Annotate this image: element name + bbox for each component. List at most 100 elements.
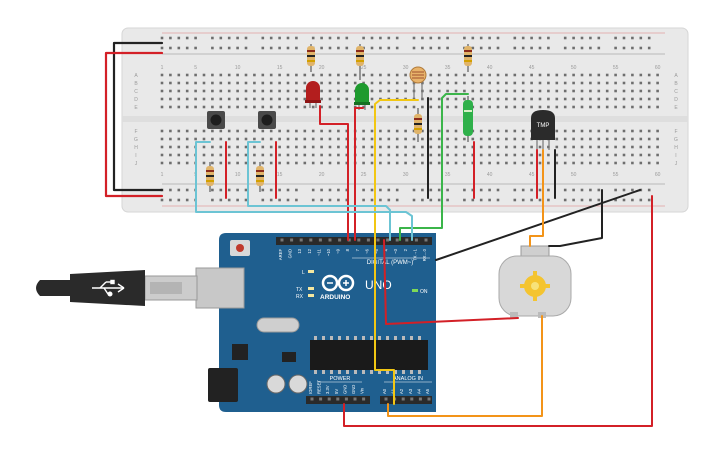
- header-pin[interactable]: [327, 397, 331, 401]
- wire-red-led2[interactable]: [354, 107, 364, 241]
- breadboard-hole: [177, 153, 181, 157]
- resistor-top-right[interactable]: [464, 44, 472, 72]
- green-sensor-component[interactable]: [463, 96, 473, 142]
- header-pin[interactable]: [418, 397, 422, 401]
- dc-motor[interactable]: [498, 245, 572, 318]
- header-pin[interactable]: [401, 397, 405, 401]
- photoresistor[interactable]: [409, 66, 427, 98]
- wire-orange-tmp[interactable]: [529, 149, 544, 247]
- breadboard-hole: [320, 97, 323, 101]
- breadboard-hole: [429, 73, 433, 77]
- wire-black-motor[interactable]: [548, 189, 603, 247]
- breadboard-hole: [412, 46, 416, 50]
- header-pin[interactable]: [384, 397, 388, 401]
- header-pin[interactable]: [405, 238, 409, 242]
- led-green[interactable]: [354, 83, 370, 110]
- header-pin[interactable]: [318, 238, 322, 242]
- wire-red-motor[interactable]: [383, 239, 519, 325]
- breadboard-hole: [345, 137, 349, 141]
- header-pin[interactable]: [319, 397, 323, 401]
- header-pin[interactable]: [427, 397, 431, 401]
- breadboard-hole: [345, 198, 349, 202]
- breadboard-hole: [160, 81, 164, 85]
- resistor-led-red[interactable]: [307, 44, 315, 72]
- breadboard-hole: [211, 36, 214, 40]
- wire-red-led[interactable]: [319, 105, 349, 241]
- push-button-1[interactable]: [207, 111, 225, 129]
- wire-black-rail-top[interactable]: [112, 41, 164, 192]
- header-pin[interactable]: [338, 238, 342, 242]
- resistor-button-1[interactable]: [206, 162, 214, 192]
- breadboard-hole: [286, 129, 290, 133]
- pin-label: A4: [416, 388, 421, 394]
- header-pin[interactable]: [362, 397, 366, 401]
- breadboard-hole: [177, 89, 181, 93]
- header-pin[interactable]: [309, 238, 313, 242]
- header-pin[interactable]: [386, 238, 390, 242]
- breadboard-hole: [631, 81, 634, 85]
- breadboard-hole: [404, 137, 407, 141]
- push-button-2[interactable]: [258, 111, 276, 129]
- header-pin[interactable]: [344, 397, 348, 401]
- breadboard-hole: [471, 73, 475, 77]
- breadboard-hole: [261, 73, 265, 77]
- wire-yellow-analog[interactable]: [374, 99, 419, 405]
- resistor-led-green[interactable]: [356, 44, 364, 80]
- resistor-photoresistor[interactable]: [414, 108, 422, 142]
- header-pin[interactable]: [395, 238, 399, 242]
- wire-red-rail-top[interactable]: [104, 51, 164, 198]
- breadboard-hole: [320, 129, 323, 133]
- breadboard-hole: [387, 153, 391, 157]
- header-pin[interactable]: [410, 397, 414, 401]
- header-pin[interactable]: [366, 238, 370, 242]
- header-pin[interactable]: [414, 238, 418, 242]
- breadboard-hole: [580, 36, 584, 40]
- breadboard-hole: [513, 188, 517, 192]
- breadboard-hole: [194, 105, 197, 109]
- breadboard-hole: [227, 145, 231, 149]
- resistor-button-2[interactable]: [256, 162, 264, 192]
- breadboard-hole: [555, 153, 559, 157]
- wire-cyan-button2[interactable]: [247, 141, 391, 241]
- breadboard-hole: [345, 129, 349, 133]
- header-pin[interactable]: [424, 238, 428, 242]
- header-pin[interactable]: [347, 238, 351, 242]
- header-pin[interactable]: [376, 238, 380, 242]
- breadboard-hole: [345, 188, 349, 192]
- breadboard-hole: [639, 36, 643, 40]
- breadboard-hole: [471, 188, 475, 192]
- breadboard-hole: [236, 105, 239, 109]
- breadboard-column-number: 25: [361, 65, 367, 71]
- header-pin[interactable]: [357, 238, 361, 242]
- temperature-sensor[interactable]: TMP: [531, 110, 555, 150]
- led-red[interactable]: [305, 81, 321, 108]
- header-pin[interactable]: [290, 238, 294, 242]
- breadboard-hole: [572, 81, 575, 85]
- wire-orange-analog[interactable]: [387, 315, 543, 417]
- wire-black-gnd-arduino[interactable]: [435, 189, 641, 261]
- breadboard-hole: [421, 105, 424, 109]
- wire-red-5v[interactable]: [343, 195, 653, 427]
- header-pin[interactable]: [280, 238, 284, 242]
- header-pin[interactable]: [299, 238, 303, 242]
- breadboard-hole: [160, 145, 164, 149]
- breadboard-hole: [547, 46, 550, 50]
- header-pin[interactable]: [328, 238, 332, 242]
- chip-pin: [410, 336, 413, 340]
- breadboard-hole: [488, 145, 491, 149]
- breadboard-hole: [269, 73, 273, 77]
- breadboard-hole: [219, 36, 223, 40]
- pin-label: 4: [384, 248, 389, 251]
- header-pin[interactable]: [310, 397, 314, 401]
- wire-cyan-button1[interactable]: [195, 141, 413, 241]
- header-pin[interactable]: [336, 397, 340, 401]
- pin-label: GND: [288, 249, 293, 258]
- breadboard-hole: [547, 97, 550, 101]
- breadboard-hole: [454, 129, 458, 133]
- header-pin[interactable]: [353, 397, 357, 401]
- breadboard-hole: [311, 129, 315, 133]
- wire-green-signal[interactable]: [399, 93, 469, 241]
- breadboard-hole: [421, 36, 424, 40]
- breadboard-hole: [597, 97, 601, 101]
